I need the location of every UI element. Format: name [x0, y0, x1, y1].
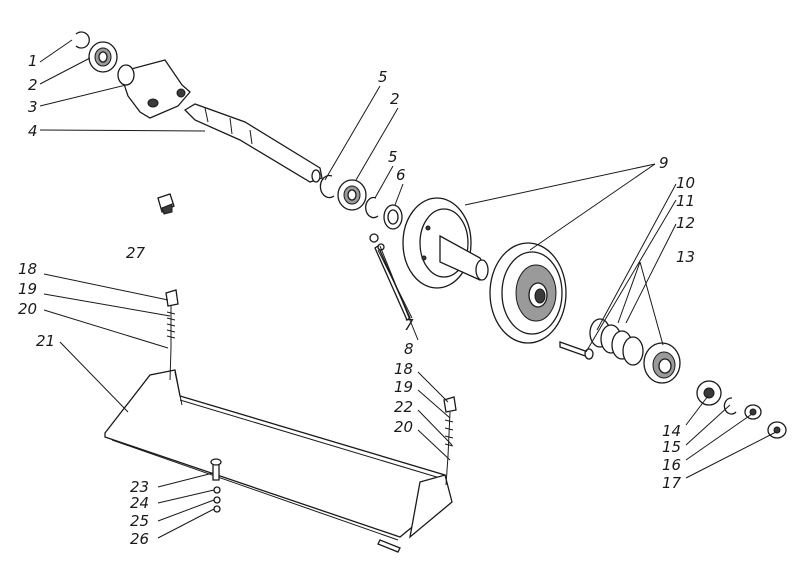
part-27-fitting — [157, 193, 175, 215]
callout-8: 8 — [404, 340, 414, 358]
callout-5: 5 — [378, 68, 388, 86]
callout-2: 2 — [390, 90, 400, 108]
part-4-shaft — [183, 103, 323, 183]
callout-3: 3 — [28, 98, 38, 116]
callout-18: 18 — [394, 360, 413, 378]
callout-7: 7 — [404, 316, 414, 334]
callout-1: 1 — [28, 52, 38, 70]
part-18-20-spring-left — [165, 289, 179, 381]
callout-17: 17 — [662, 474, 682, 492]
callout-22: 22 — [394, 398, 413, 416]
callout-26: 26 — [130, 530, 149, 548]
part-9-pulley-grooved — [489, 242, 567, 344]
callout-16: 16 — [662, 456, 681, 474]
part-13-bearing-cup — [643, 342, 681, 384]
callout-23: 23 — [130, 478, 149, 496]
callout-25: 25 — [130, 512, 149, 530]
callout-12: 12 — [676, 214, 695, 232]
callout-14: 14 — [662, 422, 681, 440]
part-6-washer — [383, 204, 403, 230]
callout-10: 10 — [676, 174, 695, 192]
part-3-bearing-housing — [117, 59, 191, 119]
callout-15: 15 — [662, 438, 681, 456]
callout-24: 24 — [130, 494, 149, 512]
callout-4: 4 — [28, 122, 38, 140]
callout-20: 20 — [18, 300, 37, 318]
callout-19: 19 — [18, 280, 37, 298]
leader-lines — [39, 39, 777, 539]
callout-5: 5 — [388, 148, 398, 166]
callout-19: 19 — [394, 378, 413, 396]
callout-18: 18 — [18, 260, 37, 278]
callout-13: 13 — [676, 248, 695, 266]
callout-2: 2 — [28, 76, 38, 94]
part-14-sprocket — [696, 380, 722, 406]
callout-21: 21 — [36, 332, 55, 350]
part-17-nut — [767, 421, 787, 439]
part-1-circlip — [75, 31, 90, 49]
part-10-bolt — [559, 341, 594, 360]
callout-6: 6 — [396, 166, 406, 184]
callout-20: 20 — [394, 418, 413, 436]
part-18-20-spring-right — [443, 396, 457, 486]
part-15-circlip — [723, 397, 737, 415]
callout-labels: 1 2 3 4 5 2 5 6 9 10 11 12 13 27 18 19 2… — [18, 52, 695, 548]
part-11-12-spring — [589, 318, 644, 366]
callout-11: 11 — [676, 192, 695, 210]
part-5-circlip-a — [319, 174, 335, 199]
part-5-circlip-b — [365, 196, 379, 219]
part-2-bearing-left — [88, 41, 118, 73]
part-9-pulley-hub — [402, 197, 489, 289]
callout-9: 9 — [659, 154, 669, 172]
part-2-bearing-right — [337, 179, 367, 211]
callout-27: 27 — [126, 244, 146, 262]
part-21-frame — [104, 369, 453, 553]
part-23-26-bolt-set — [210, 458, 222, 513]
